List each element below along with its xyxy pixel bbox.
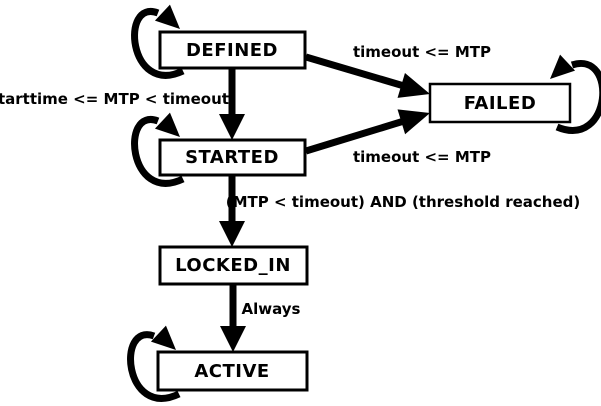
arrowhead-down-icon bbox=[220, 326, 246, 352]
transition-locked-in-to-active-arrow bbox=[220, 284, 246, 352]
arrowhead-loop-icon bbox=[550, 54, 576, 79]
transition-defined-to-started-label: starttime <= MTP < timeout bbox=[0, 90, 229, 108]
transition-started-to-failed-label: timeout <= MTP bbox=[353, 148, 491, 166]
arrowhead-right-icon bbox=[397, 72, 430, 98]
state-active-label: ACTIVE bbox=[194, 361, 269, 382]
transition-started-to-locked-in-arrow bbox=[219, 175, 245, 247]
self-loop-failed bbox=[550, 54, 601, 134]
self-loop-active bbox=[127, 325, 181, 402]
arrowhead-loop-icon bbox=[154, 112, 180, 137]
self-loop-started bbox=[131, 112, 185, 187]
state-failed-label: FAILED bbox=[464, 93, 537, 114]
transition-started-to-locked-in-label: (MTP < timeout) AND (threshold reached) bbox=[226, 193, 581, 211]
transition-defined-to-started-arrow bbox=[219, 68, 245, 140]
state-started-label: STARTED bbox=[185, 147, 279, 168]
arrowhead-down-icon bbox=[219, 114, 245, 140]
state-started: STARTED bbox=[158, 138, 307, 177]
arrowhead-down-icon bbox=[219, 221, 245, 247]
transition-defined-to-failed-label: timeout <= MTP bbox=[353, 43, 491, 61]
transition-locked-in-to-active-label: Always bbox=[242, 300, 301, 318]
state-failed: FAILED bbox=[428, 82, 572, 124]
self-loop-defined bbox=[131, 4, 185, 79]
state-locked-in-label: LOCKED_IN bbox=[175, 255, 291, 276]
transition-started-to-failed-arrow bbox=[304, 109, 430, 155]
arrowhead-loop-icon bbox=[154, 4, 180, 29]
transition-defined-to-failed-arrow bbox=[305, 53, 430, 98]
arrowhead-right-icon bbox=[397, 109, 430, 135]
state-locked-in: LOCKED_IN bbox=[158, 245, 309, 286]
state-defined-label: DEFINED bbox=[186, 40, 278, 61]
arrowhead-loop-icon bbox=[150, 325, 176, 350]
state-defined: DEFINED bbox=[158, 30, 307, 70]
state-active: ACTIVE bbox=[156, 350, 309, 392]
